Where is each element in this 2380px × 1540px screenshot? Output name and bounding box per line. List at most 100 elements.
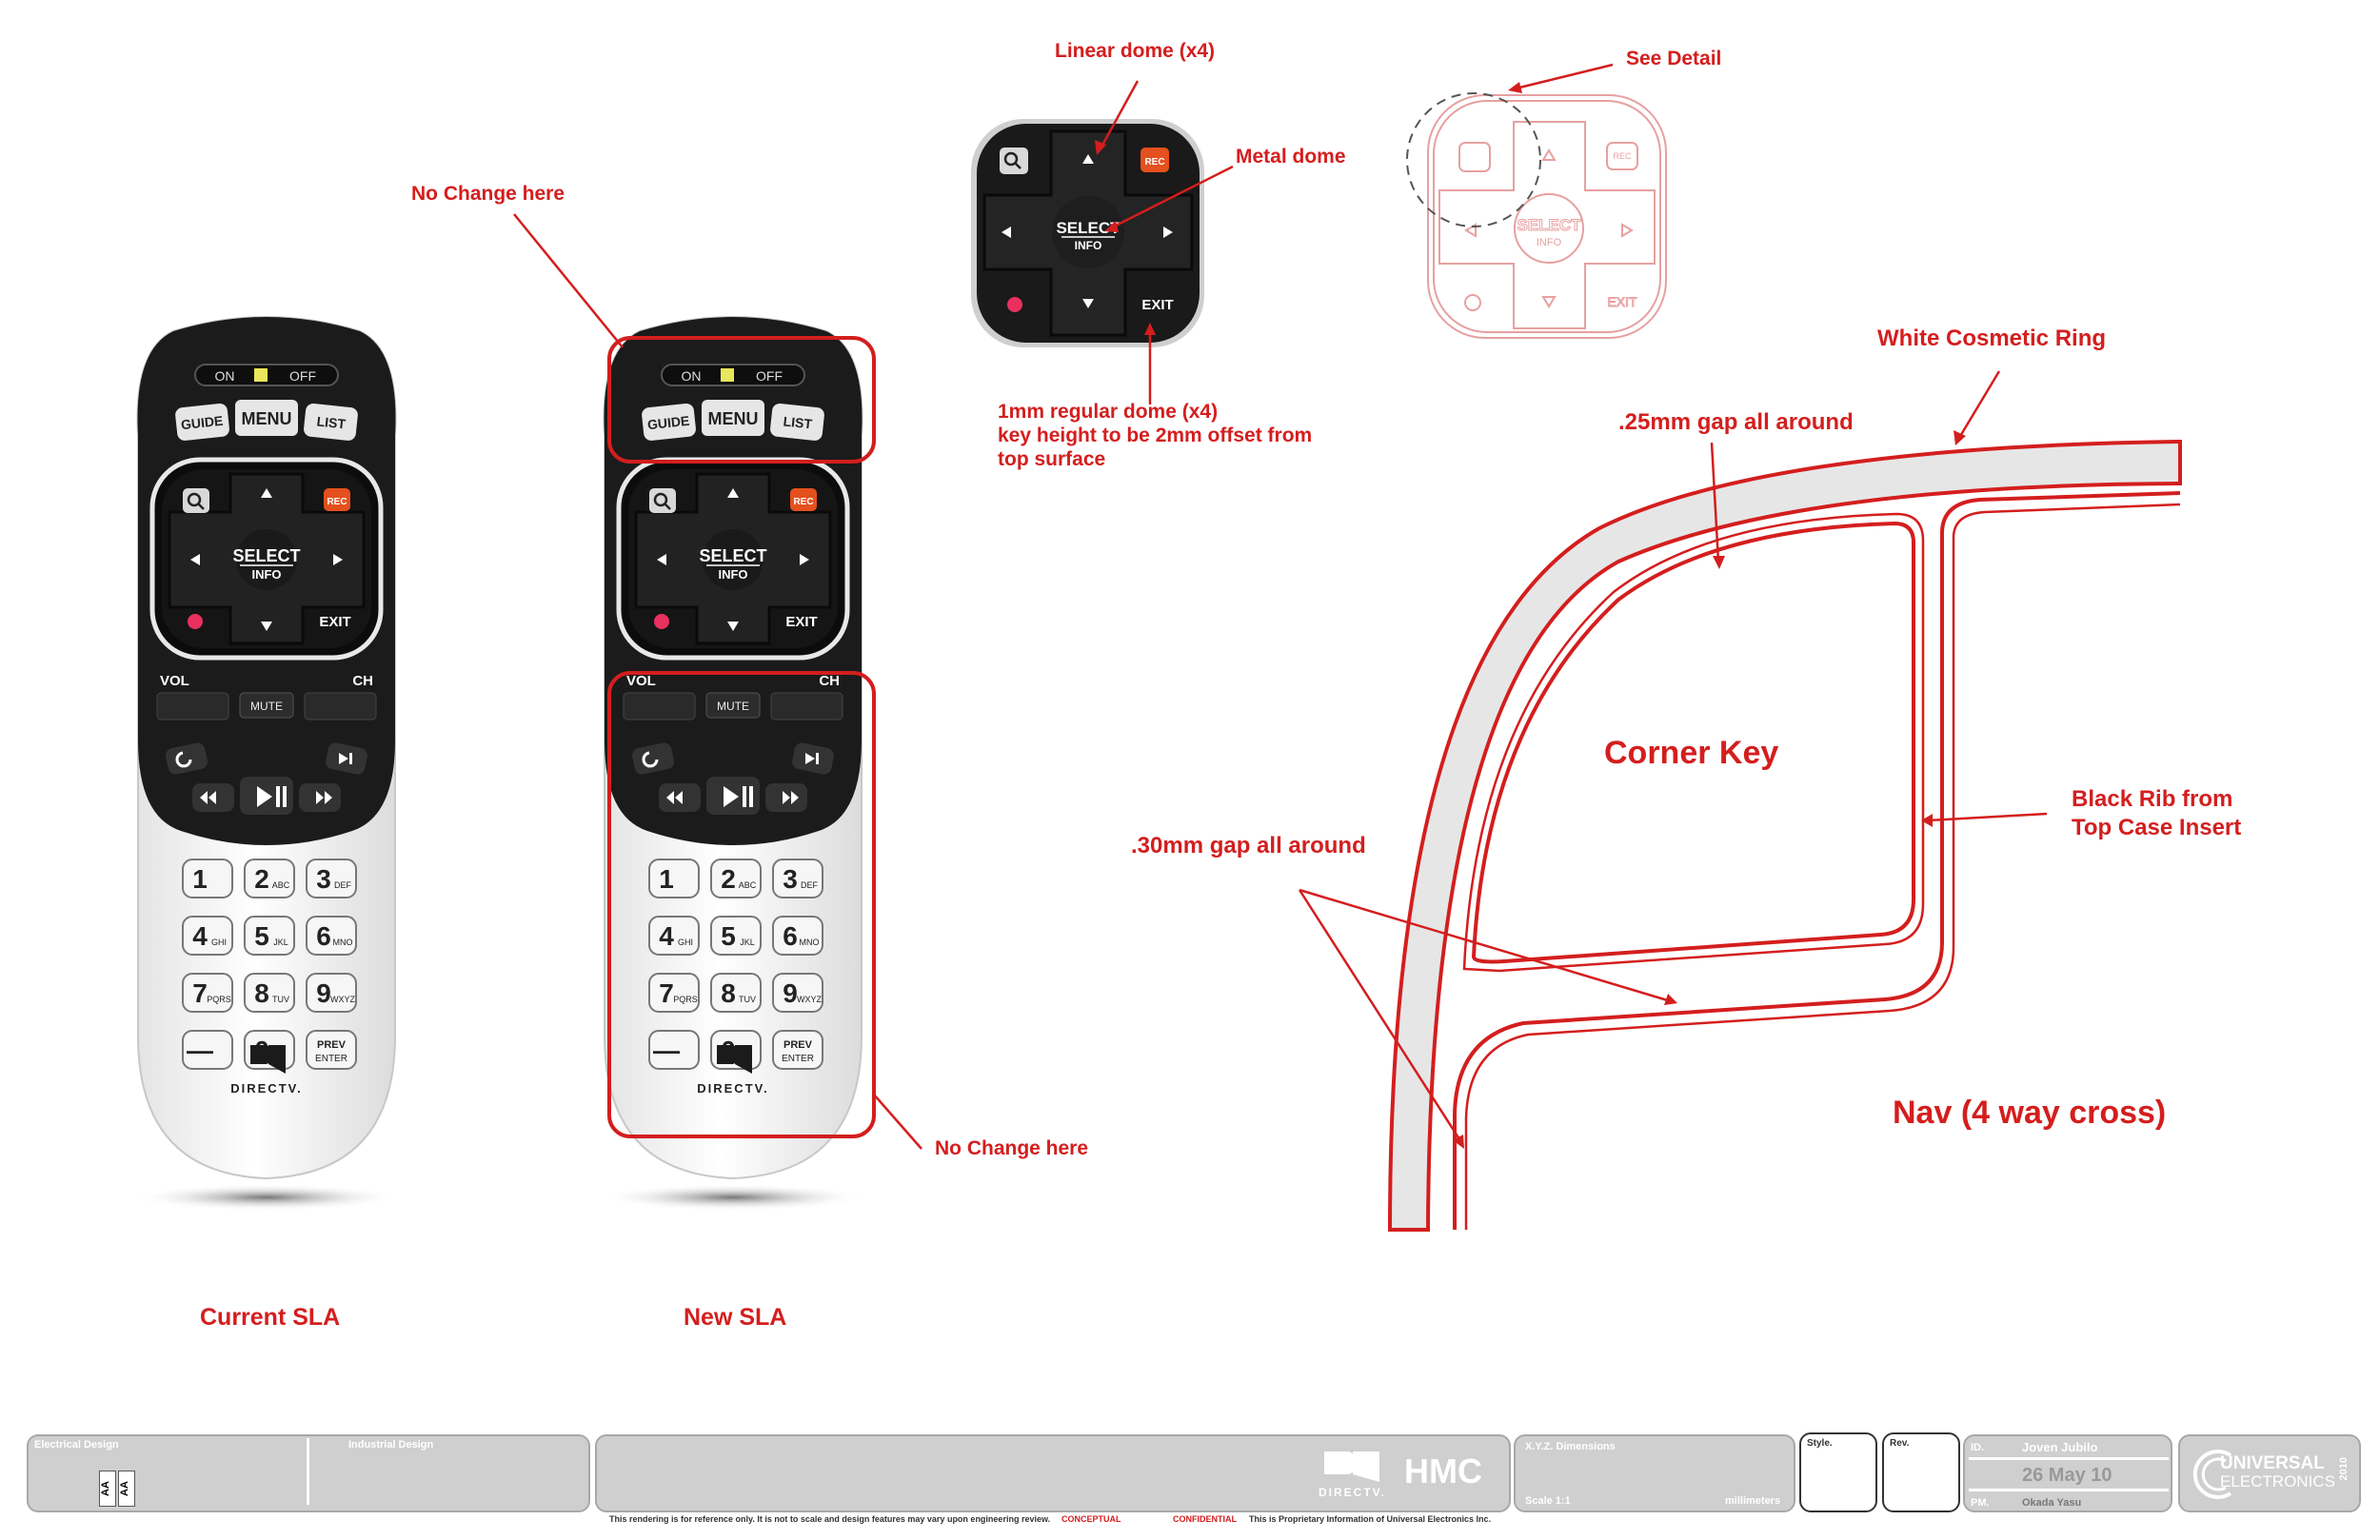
conceptual-label: CONCEPTUAL — [1061, 1514, 1121, 1524]
number-key-label: 9 — [783, 978, 798, 1008]
number-key-label: 1 — [659, 864, 674, 894]
vol-label: VOL — [160, 673, 189, 689]
rev-b-badge: AA — [118, 1471, 135, 1507]
record-dot-icon[interactable] — [188, 614, 203, 629]
power-on-label: ON — [682, 368, 702, 384]
nav-right-icon[interactable] — [800, 554, 809, 565]
exit-label: EXIT — [319, 614, 350, 630]
list-button[interactable] — [769, 403, 824, 442]
number-key-sublabel: JKL — [273, 938, 288, 947]
channel-rocker[interactable] — [770, 692, 843, 721]
number-key-sublabel: ABC — [739, 880, 757, 890]
number-key-label: PREV — [783, 1039, 813, 1051]
number-key-label: 8 — [254, 978, 269, 1008]
list-label: LIST — [783, 413, 813, 431]
nav-left-icon[interactable] — [190, 554, 200, 565]
replay-button[interactable] — [165, 741, 209, 776]
number-key-label: 3 — [783, 864, 798, 894]
number-key-label: 8 — [721, 978, 736, 1008]
number-key-label: 4 — [192, 921, 208, 951]
volume-rocker[interactable] — [623, 692, 696, 721]
linear-dome-note: Linear dome (x4) — [1055, 40, 1216, 62]
number-key[interactable] — [772, 916, 823, 956]
mute-button[interactable] — [705, 692, 761, 719]
brand-label: DIRECTV. — [697, 1081, 768, 1096]
detail-exit-label: EXIT — [1141, 297, 1173, 313]
title-directv-logo — [1324, 1451, 1379, 1482]
signoff-box: ID. Joven Jubilo 26 May 10 PM. Okada Yas… — [1963, 1434, 2172, 1512]
no-change-bottom-box — [607, 671, 876, 1138]
number-key-label: 5 — [721, 921, 736, 951]
number-key-sublabel: TUV — [272, 995, 289, 1004]
id-label: ID. — [1971, 1442, 1985, 1453]
number-key[interactable] — [710, 859, 762, 898]
number-key[interactable] — [182, 859, 233, 898]
guide-button[interactable] — [174, 403, 229, 442]
number-key-label: 7 — [192, 978, 208, 1008]
number-key[interactable] — [244, 973, 295, 1013]
number-key[interactable] — [244, 916, 295, 956]
number-key[interactable] — [182, 1030, 233, 1070]
company-logo-icon — [2192, 1450, 2232, 1499]
rec-button[interactable] — [790, 488, 817, 511]
number-key[interactable] — [648, 916, 700, 956]
guide-button[interactable] — [641, 403, 696, 442]
number-key-label: 2 — [721, 864, 736, 894]
number-key[interactable] — [306, 859, 357, 898]
style-box: Style. — [1799, 1432, 1877, 1512]
number-key-label: — — [653, 1036, 680, 1065]
number-key-sublabel: GHI — [211, 938, 227, 947]
number-key[interactable] — [306, 1030, 357, 1070]
pm-name: Okada Yasu — [2022, 1497, 2082, 1509]
gap-30-note: .30mm gap all around — [1131, 833, 1366, 859]
number-key[interactable] — [648, 859, 700, 898]
number-key[interactable] — [182, 973, 233, 1013]
company-year: 2010 — [2338, 1457, 2350, 1481]
number-key[interactable] — [710, 916, 762, 956]
date-label: 26 May 10 — [2022, 1465, 2112, 1486]
list-button[interactable] — [303, 403, 358, 442]
power-off-label: OFF — [289, 368, 316, 384]
channel-rocker[interactable] — [304, 692, 377, 721]
nav-up-icon[interactable] — [261, 488, 272, 498]
nav-up-icon[interactable] — [727, 488, 739, 498]
number-key[interactable] — [306, 916, 357, 956]
mute-button[interactable] — [239, 692, 294, 719]
mute-label: MUTE — [250, 700, 283, 713]
ghost-select-label: SELECT — [1517, 216, 1581, 234]
number-key-label: 5 — [254, 921, 269, 951]
number-key[interactable] — [244, 859, 295, 898]
list-label: LIST — [316, 413, 347, 431]
menu-button[interactable] — [702, 400, 764, 436]
number-key[interactable] — [772, 859, 823, 898]
see-detail-note: See Detail — [1626, 48, 1722, 69]
rev-box: Rev. — [1882, 1432, 1960, 1512]
industrial-design-label: Industrial Design — [348, 1439, 434, 1451]
number-key[interactable] — [306, 973, 357, 1013]
record-dot-icon[interactable] — [654, 614, 669, 629]
number-key[interactable] — [648, 1030, 700, 1070]
rec-label: REC — [327, 497, 347, 507]
number-key[interactable] — [772, 1030, 823, 1070]
nav-right-icon[interactable] — [333, 554, 343, 565]
detail-rec-icon — [1140, 148, 1169, 172]
corner-key-note: Corner Key — [1604, 735, 1779, 771]
rec-button[interactable] — [324, 488, 350, 511]
number-key[interactable] — [710, 973, 762, 1013]
nav-down-icon[interactable] — [727, 622, 739, 631]
nav-left-icon[interactable] — [657, 554, 666, 565]
menu-button[interactable] — [235, 400, 298, 436]
number-key[interactable] — [182, 916, 233, 956]
ch-label: CH — [352, 673, 373, 689]
number-key-sublabel: PQRS — [207, 995, 231, 1004]
info-label: INFO — [251, 567, 281, 582]
number-key[interactable] — [772, 973, 823, 1013]
volume-rocker[interactable] — [156, 692, 229, 721]
number-key[interactable] — [648, 973, 700, 1013]
new-remote: ON OFF GUIDE MENU LIST REC SELECT INFO E… — [590, 312, 876, 1231]
nav-down-icon[interactable] — [261, 622, 272, 631]
design-credits-box: Electrical Design Industrial Design AA A… — [27, 1434, 590, 1512]
replay-button[interactable] — [631, 741, 676, 776]
exit-label: EXIT — [785, 614, 817, 630]
vol-label: VOL — [626, 673, 656, 689]
